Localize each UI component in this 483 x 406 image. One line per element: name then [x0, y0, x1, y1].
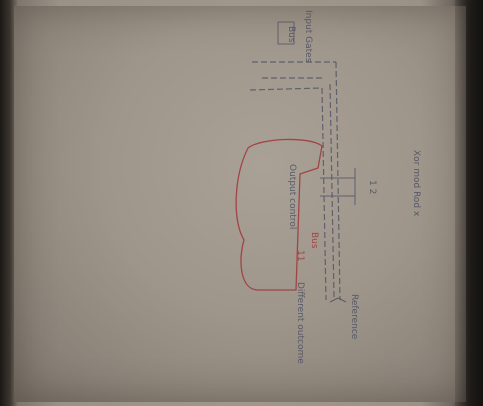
- box-label-text: Bus: [286, 26, 296, 43]
- red-sub-text: 11: [295, 250, 305, 261]
- bottom-arrow-text: Reference: [349, 294, 359, 340]
- center-small-text: 1 2: [367, 180, 377, 194]
- bus-box: [277, 21, 295, 45]
- header-text: Xor mod Rod x: [411, 150, 421, 217]
- top-horizontal-dashes: [249, 61, 336, 91]
- red-outline-shape: [235, 138, 323, 291]
- bottom-text: Different outcome: [295, 282, 305, 364]
- center-cross: [320, 168, 356, 205]
- edge-shadow: [455, 0, 483, 406]
- paper-sheet: [14, 6, 466, 402]
- red-main-text: Bus: [309, 232, 319, 249]
- vertical-dashed-lines: [321, 61, 341, 301]
- center-left-text: Output control: [287, 164, 297, 229]
- top-left-text: Input Gates: [303, 10, 313, 63]
- bottom-arrow: [329, 297, 347, 303]
